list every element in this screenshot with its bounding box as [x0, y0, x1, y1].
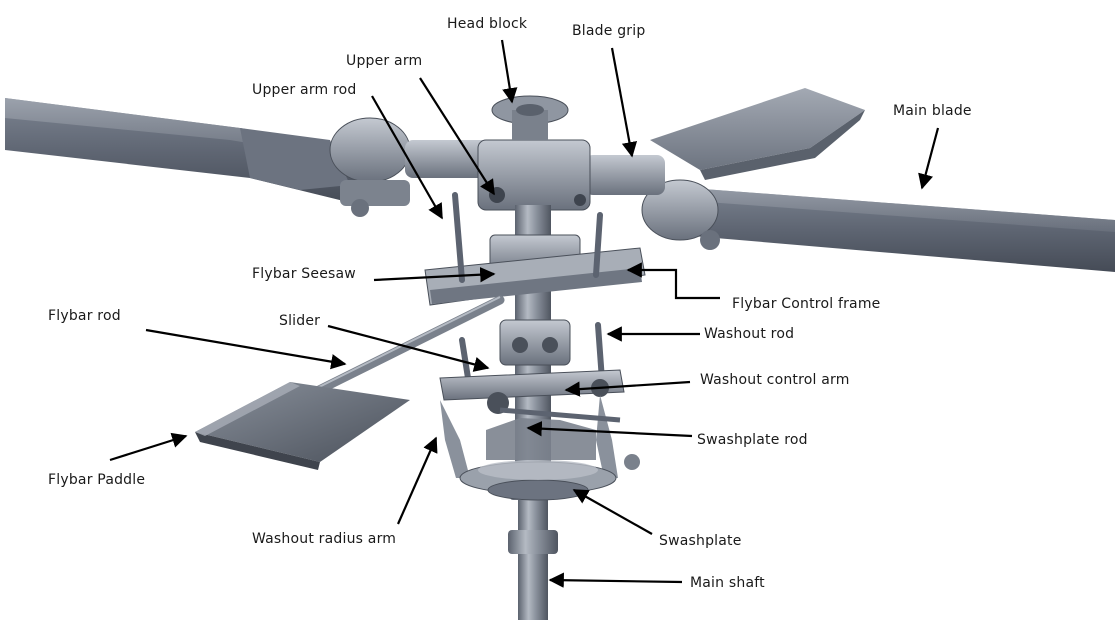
arrow-upper-arm-rod [371, 95, 443, 220]
left-main-blade [5, 98, 360, 205]
arrow-flybar-seesaw [373, 267, 496, 283]
annotation-arrows [109, 39, 940, 588]
label-head-block: Head block [447, 16, 528, 32]
arrow-swashplate [572, 489, 653, 535]
arrow-head-block [500, 39, 518, 104]
main-shaft-part [508, 480, 558, 620]
label-main-shaft: Main shaft [690, 575, 765, 591]
label-swashplate-rod: Swashplate rod [697, 432, 808, 448]
label-upper-arm: Upper arm [346, 53, 423, 69]
arrow-main-blade [918, 127, 940, 190]
label-flybar-seesaw: Flybar Seesaw [252, 266, 356, 282]
label-flybar-rod: Flybar rod [48, 308, 121, 324]
label-upper-arm-rod: Upper arm rod [252, 82, 357, 98]
label-slider: Slider [279, 313, 321, 329]
label-washout-radius-arm: Washout radius arm [252, 531, 397, 547]
label-washout-rod: Washout rod [704, 326, 795, 342]
blade-grips [329, 117, 720, 250]
washout-swashplate-assembly [439, 369, 640, 501]
arrow-blade-grip [610, 47, 638, 158]
arrow-main-shaft [548, 572, 683, 588]
arrow-slider [327, 324, 490, 372]
arrow-flybar-control-frame [626, 262, 720, 300]
arrow-washout-radius-arm [396, 436, 438, 525]
label-flybar-control-frame: Flybar Control frame [732, 296, 881, 312]
arrow-flybar-rod [145, 328, 347, 370]
label-washout-control-arm: Washout control arm [700, 372, 850, 388]
head-block-part [477, 95, 591, 211]
label-flybar-paddle: Flybar Paddle [48, 472, 146, 488]
arrow-swashplate-rod [526, 420, 693, 438]
right-main-blade [650, 88, 1115, 272]
label-main-blade: Main blade [893, 103, 972, 119]
arrow-upper-arm [419, 77, 495, 196]
label-swashplate: Swashplate [659, 533, 742, 549]
arrow-washout-control-arm [564, 380, 691, 397]
label-blade-grip: Blade grip [572, 23, 646, 39]
arrow-flybar-paddle [109, 432, 188, 462]
